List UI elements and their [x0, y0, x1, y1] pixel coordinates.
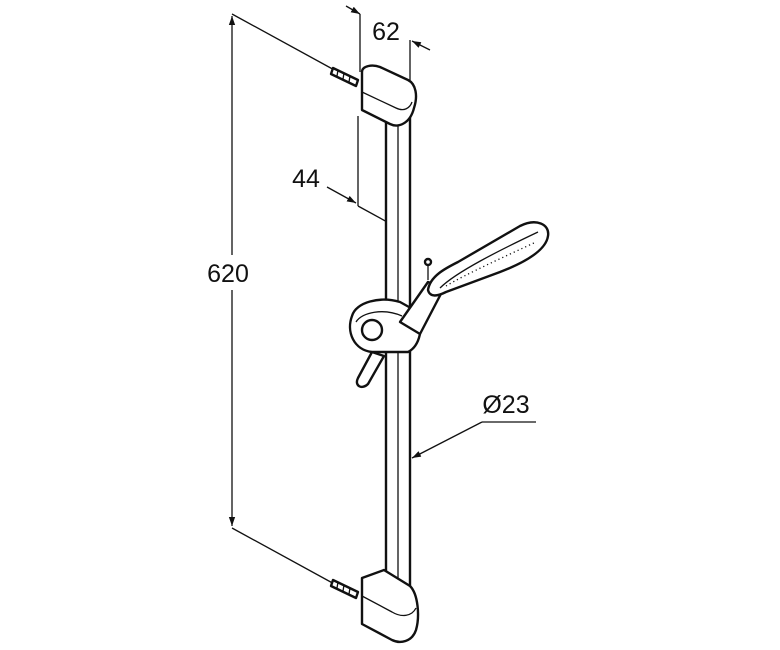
holder-pin-head	[423, 257, 433, 267]
bottom-bracket-body	[360, 568, 420, 644]
wall-offset-label: 44	[292, 165, 320, 193]
hand-shower	[398, 221, 550, 336]
bottom-bracket-edge	[361, 595, 417, 617]
shower-head	[426, 221, 550, 297]
shower-head-face	[439, 231, 539, 289]
diameter-dimension: Ø23	[411, 391, 536, 459]
slider-lever	[355, 350, 386, 389]
slider	[348, 298, 422, 389]
bottom-screw-icon	[329, 578, 360, 600]
width-arrow-left	[345, 5, 361, 15]
shower-head-nozzles	[445, 241, 537, 287]
height-label: 620	[207, 260, 249, 288]
top-bracket-base	[361, 109, 387, 123]
top-bracket-body	[360, 64, 418, 127]
offset-arrow-left	[326, 186, 357, 204]
width-top-label: 62	[372, 18, 400, 46]
rail-bar	[384, 108, 412, 602]
slider-knob	[360, 318, 384, 342]
diameter-label: Ø23	[482, 391, 529, 419]
top-screw-icon	[329, 66, 360, 88]
height-dimension: 620	[207, 13, 339, 587]
top-bracket	[329, 64, 418, 127]
bottom-bracket	[329, 568, 420, 644]
slider-edge	[355, 311, 403, 323]
width-top-dimension: 62	[345, 5, 431, 88]
width-arrow-right	[411, 40, 431, 51]
top-bracket-edge	[361, 91, 413, 111]
diameter-leader-arrow	[411, 421, 483, 459]
height-extension-line-bottom	[231, 527, 339, 587]
height-extension-line-top	[231, 13, 339, 73]
